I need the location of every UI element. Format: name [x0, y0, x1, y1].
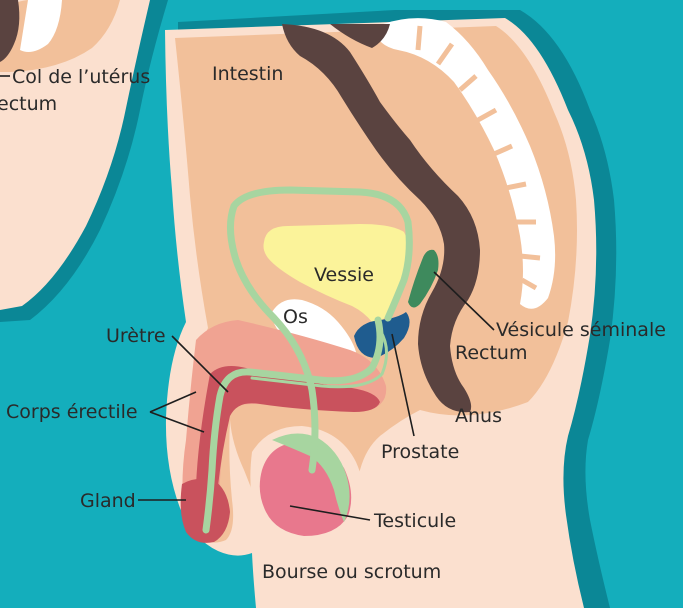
label-gland: Gland: [80, 490, 136, 512]
label-uretre: Urètre: [106, 325, 166, 347]
label-prostate: Prostate: [381, 441, 459, 463]
label-intestin: Intestin: [212, 63, 283, 85]
label-bourse-scrotum: Bourse ou scrotum: [262, 561, 441, 583]
label-vesicule-seminale: Vésicule séminale: [496, 319, 666, 341]
label-anus: Anus: [455, 405, 502, 427]
label-testicule: Testicule: [373, 510, 456, 532]
label-rectum: Rectum: [455, 342, 527, 364]
label-vessie: Vessie: [314, 264, 374, 286]
label-corps-erectile: Corps érectile: [6, 401, 138, 423]
female-inset: [0, 0, 168, 322]
label-rectum-inset: ectum: [0, 93, 57, 115]
label-col-uterus: Col de l’utérus: [12, 66, 150, 88]
label-os: Os: [283, 306, 308, 328]
